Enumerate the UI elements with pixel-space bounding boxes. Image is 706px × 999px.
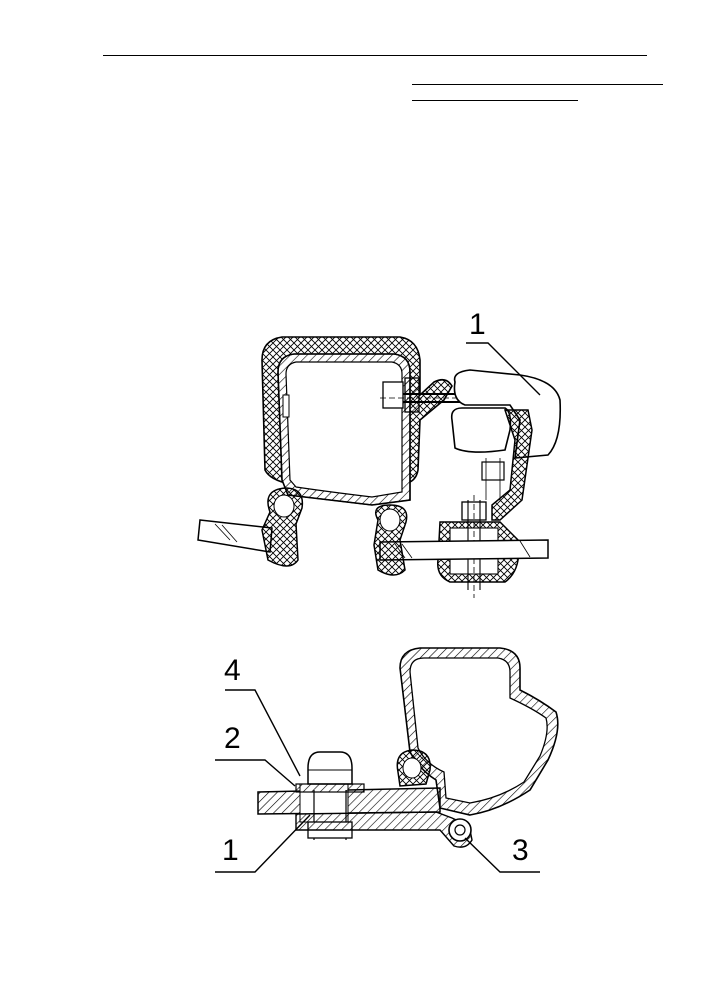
header-rule [103,55,647,56]
bottom-leader-3 [464,837,540,873]
top-left-strip [282,394,290,418]
bottom-frame-inner [409,657,548,804]
top-glass-left [197,519,273,553]
top-bracket-bolt [481,461,505,481]
bottom-leader-4 [225,689,301,777]
top-handle [453,369,562,459]
bottom-callout-3: 3 [512,834,529,867]
bottom-bolt-washer [295,783,365,793]
bottom-bracket-arm [295,811,473,848]
right-rule-long [412,84,663,85]
top-leader-1 [466,342,541,396]
top-frame-box [277,353,411,506]
top-handle-lower [450,407,512,453]
right-rule-short [412,100,578,101]
top-l-bracket [491,409,533,521]
bottom-figure: 4 2 1 3 [215,647,559,873]
bottom-callout-2: 2 [224,722,241,755]
bottom-leader-2 [215,759,296,787]
bottom-callout-4: 4 [224,654,241,687]
bottom-bolt-head [307,751,353,785]
top-figure: 1 [197,308,562,598]
bottom-callout-1: 1 [222,834,239,867]
top-callout-1: 1 [469,308,486,341]
top-bolt-head [382,381,404,409]
top-glass-right [379,539,549,561]
bottom-leader-1 [215,814,311,873]
